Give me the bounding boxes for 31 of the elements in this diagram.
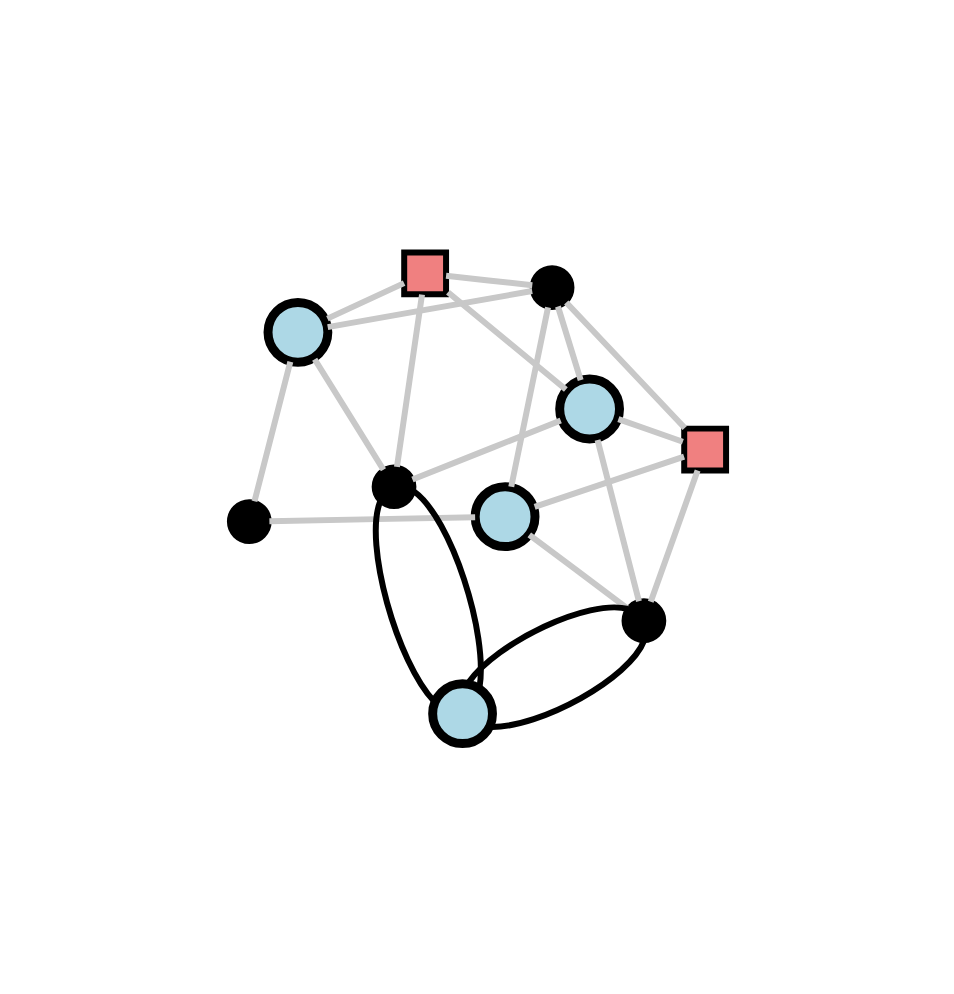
node-circle bbox=[469, 481, 539, 551]
connector bbox=[325, 279, 405, 321]
node-dot bbox=[620, 597, 666, 643]
connector bbox=[250, 359, 293, 502]
node-dot bbox=[225, 498, 271, 543]
connector bbox=[526, 531, 628, 610]
node-circle bbox=[554, 373, 623, 443]
connector bbox=[311, 356, 385, 471]
connector bbox=[532, 452, 685, 509]
connector bbox=[410, 488, 483, 688]
connector bbox=[410, 416, 561, 482]
connector bbox=[563, 299, 686, 430]
node-box bbox=[400, 248, 449, 297]
node-dot bbox=[528, 264, 574, 309]
connector bbox=[393, 293, 424, 467]
node-dot bbox=[370, 463, 416, 509]
connector bbox=[554, 304, 583, 381]
connector bbox=[326, 287, 532, 329]
connector bbox=[593, 438, 641, 601]
connector bbox=[465, 603, 628, 684]
node-circle bbox=[262, 296, 332, 366]
connector bbox=[371, 499, 436, 703]
connector bbox=[444, 271, 532, 288]
node-circle bbox=[427, 678, 496, 748]
connector bbox=[507, 305, 550, 487]
connector bbox=[646, 468, 700, 602]
node-box bbox=[680, 424, 729, 473]
connector bbox=[616, 415, 683, 444]
connector bbox=[268, 513, 475, 524]
connector bbox=[490, 638, 646, 729]
connector bbox=[445, 288, 567, 391]
